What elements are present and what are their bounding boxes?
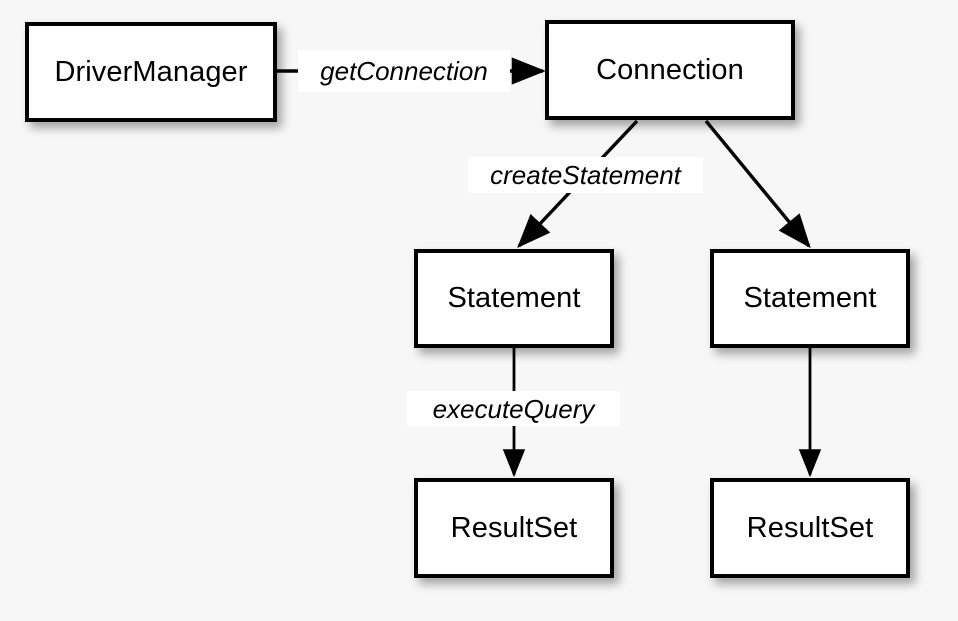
node-statement-left[interactable]: Statement — [414, 249, 614, 348]
node-drivermanager[interactable]: DriverManager — [25, 22, 277, 122]
node-resultset-right[interactable]: ResultSet — [710, 478, 910, 578]
edge-label-executequery-text: executeQuery — [432, 393, 595, 424]
edge-label-getconnection-text: getConnection — [320, 56, 488, 86]
edge-connection-statement-right-line — [704, 119, 811, 249]
edge-label-getconnection: getConnection — [298, 50, 510, 92]
node-statement-left-label: Statement — [447, 282, 581, 314]
edge-label-createstatement-text: createStatement — [490, 160, 681, 190]
edge-label-executequery: executeQuery — [407, 391, 620, 426]
node-connection[interactable]: Connection — [545, 20, 795, 120]
node-statement-right-label: Statement — [743, 282, 877, 314]
node-resultset-left[interactable]: ResultSet — [414, 478, 614, 578]
edge-label-createstatement: createStatement — [468, 157, 703, 193]
node-resultset-right-label: ResultSet — [746, 511, 874, 544]
node-statement-right[interactable]: Statement — [710, 249, 910, 348]
node-drivermanager-label: DriverManager — [54, 55, 248, 88]
node-resultset-left-label: ResultSet — [450, 511, 578, 544]
node-connection-label: Connection — [596, 53, 744, 86]
